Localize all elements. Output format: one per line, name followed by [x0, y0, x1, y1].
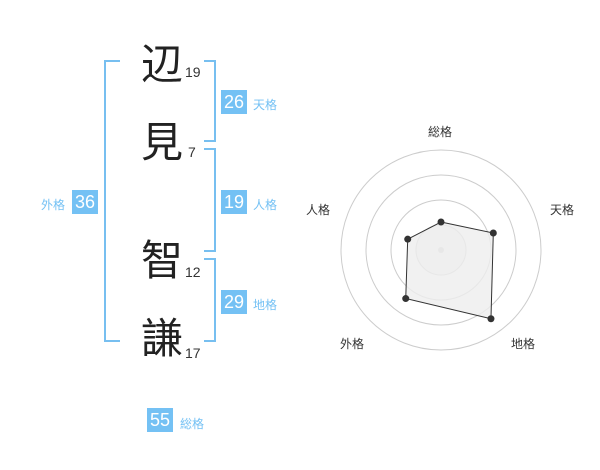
tenkaku-badge: 26	[221, 90, 247, 114]
radar-series-polygon	[405, 221, 494, 320]
radar-ring	[340, 149, 542, 351]
jinkaku-badge: 19	[221, 190, 247, 214]
chikaku-bracket	[204, 258, 216, 342]
stroke-count-1: 19	[185, 64, 201, 80]
name-char-3: 智	[141, 236, 184, 285]
radar-axis-label-gaikaku: 外格	[340, 337, 365, 351]
radar-axis-label-soukaku: 総格	[428, 125, 453, 139]
radar-axis-label-chikaku: 地格	[511, 337, 536, 351]
name-char-1: 辺	[141, 40, 184, 89]
radar-axis-label-jinkaku: 人格	[306, 203, 331, 217]
chikaku-label: 地格	[253, 298, 278, 312]
radar-point-2	[487, 315, 495, 323]
soukaku-badge: 55	[147, 408, 173, 432]
tenkaku-bracket	[204, 60, 216, 142]
stroke-count-2: 7	[188, 144, 196, 160]
radar-point-4	[404, 235, 412, 243]
gaikaku-label: 外格	[41, 198, 66, 212]
radar-point-3	[402, 295, 410, 303]
soukaku-label: 総格	[180, 417, 205, 431]
jinkaku-label: 人格	[253, 198, 278, 212]
stroke-count-3: 12	[185, 264, 201, 280]
jinkaku-bracket	[204, 148, 216, 252]
radar-ring	[365, 174, 517, 326]
name-char-4: 謙	[141, 314, 184, 363]
gaikaku-bracket	[104, 60, 120, 342]
radar-point-0	[437, 218, 445, 226]
radar-axis-label-tenkaku: 天格	[550, 203, 575, 217]
tenkaku-label: 天格	[253, 98, 278, 112]
gaikaku-badge: 36	[72, 190, 98, 214]
chikaku-badge: 29	[221, 290, 247, 314]
radar-point-1	[489, 229, 497, 237]
name-char-2: 見	[141, 118, 184, 167]
stroke-count-4: 17	[185, 345, 201, 361]
